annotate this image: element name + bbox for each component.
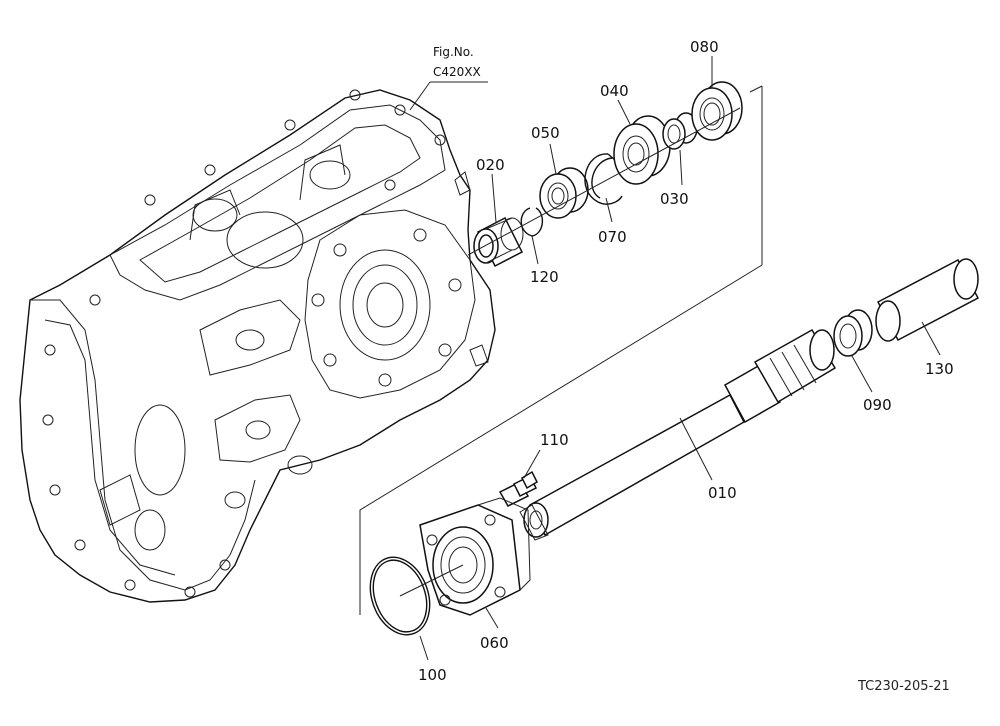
- label-130: 130: [925, 360, 954, 378]
- label-010: 010: [708, 484, 737, 502]
- transmission-housing: [19, 89, 496, 603]
- label-120: 120: [530, 268, 559, 286]
- fig-label: Fig.No.: [433, 45, 474, 59]
- leader-lines: [419, 56, 941, 661]
- figure-reference: Fig.No. C420XX: [409, 45, 488, 111]
- part-110-bolt: [498, 470, 538, 507]
- label-040: 040: [600, 82, 629, 100]
- assembly-axis-upper: [467, 107, 741, 256]
- label-090: 090: [863, 396, 892, 414]
- drawing-ref-code: TC230-205-21: [857, 679, 950, 694]
- part-120-snap-ring: [520, 207, 543, 237]
- label-060: 060: [480, 634, 509, 652]
- label-030: 030: [660, 190, 689, 208]
- part-010-pto-shaft: [519, 328, 837, 541]
- part-080-oil-seal: [691, 81, 743, 141]
- label-070: 070: [598, 228, 627, 246]
- part-050-ball-bearing: [539, 167, 589, 219]
- part-030-collar: [662, 112, 698, 150]
- part-090-oil-seal: [833, 309, 873, 357]
- label-050: 050: [531, 124, 560, 142]
- label-020: 020: [476, 156, 505, 174]
- part-100-o-ring: [369, 556, 431, 636]
- fig-code: C420XX: [433, 65, 481, 79]
- assembly-axis-lower: [399, 564, 464, 597]
- part-130-cap: [875, 258, 980, 342]
- label-100: 100: [418, 666, 447, 684]
- part-020-needle-bearing: [473, 216, 524, 268]
- part-040-ball-bearing: [613, 115, 671, 185]
- part-labels: 080 040 050 020 030 070 120 130 090 110 …: [418, 38, 954, 684]
- label-080: 080: [690, 38, 719, 56]
- assembly-frame: [359, 85, 763, 615]
- label-110: 110: [540, 431, 569, 449]
- part-060-bearing-case: [419, 497, 531, 616]
